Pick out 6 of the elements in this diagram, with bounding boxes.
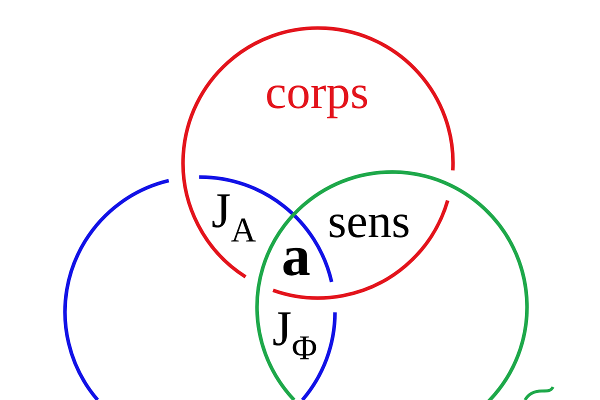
region-label: J$_{Φ}$ — [273, 312, 316, 360]
region-label: sens — [330, 214, 408, 238]
region-label: a — [283, 248, 310, 276]
region-label: J$_{A}$ — [212, 194, 256, 242]
ring-label: corps — [267, 85, 368, 118]
ring — [255, 170, 529, 400]
